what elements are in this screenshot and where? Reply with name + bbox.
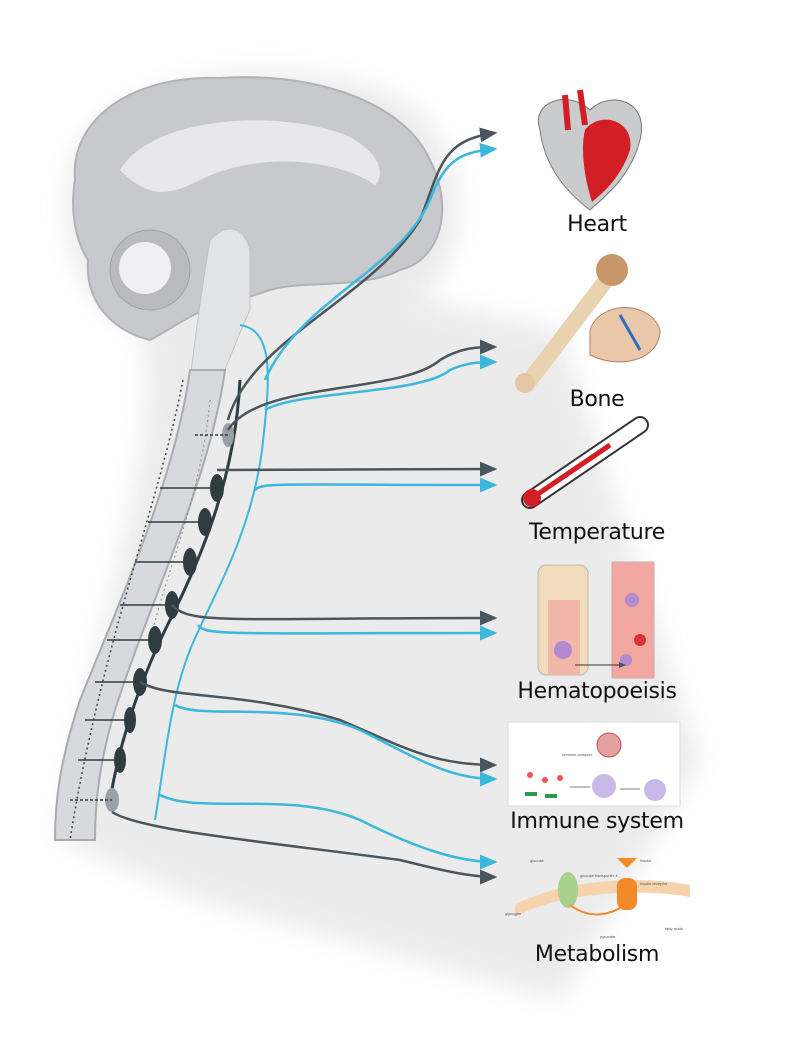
brain	[72, 76, 444, 381]
label-glycogen: glycogen	[505, 911, 521, 916]
immune-complex-label: Immune complex	[562, 752, 592, 757]
label-glucose: glucose	[530, 858, 545, 863]
metabolism-illustration: glucose glucose transporter 4 insulin in…	[505, 858, 690, 939]
immune-system-illustration: Immune complex	[507, 721, 681, 807]
sympathetic-pathways	[111, 127, 498, 885]
label-insulin: insulin	[640, 858, 651, 863]
label-metabolism: Metabolism	[534, 942, 660, 967]
label-hematopoiesis: Hematopoeisis	[517, 679, 677, 704]
label-insulin-receptor: insulin receptor	[640, 881, 668, 886]
label-pyruvate: pyruvate	[600, 934, 616, 939]
label-immune-system: Immune system	[510, 809, 684, 834]
label-bone: Bone	[569, 387, 625, 412]
label-temperature: Temperature	[528, 520, 666, 545]
label-fatty-acids: fatty acids	[665, 926, 683, 931]
label-heart: Heart	[567, 212, 627, 237]
parasympathetic-pathways	[159, 142, 498, 870]
thermometer-illustration	[521, 416, 649, 509]
label-glucose-transporter: glucose transporter 4	[580, 873, 618, 878]
bone-illustration	[515, 254, 661, 393]
spinal-nerve-rungs	[70, 434, 228, 801]
heart-illustration	[537, 89, 643, 211]
vagus-nerve	[154, 324, 269, 821]
hematopoiesis-illustration	[537, 561, 655, 679]
